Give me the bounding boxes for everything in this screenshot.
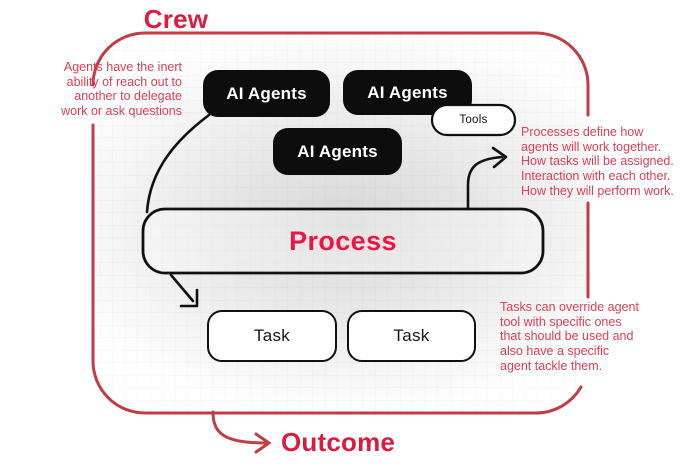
task-note-line: that should be used and	[500, 329, 634, 344]
task-box-2	[347, 310, 476, 362]
left-note: Agents have the inert ability of reach o…	[36, 60, 182, 119]
ai-agents-box-1	[203, 70, 330, 117]
process-note: Processes define how agents will work to…	[521, 125, 680, 199]
tools-box	[430, 103, 517, 137]
process-note-line: Interaction with each other.	[521, 169, 671, 184]
process-to-note-arrow	[466, 146, 508, 211]
crew-boundary	[91, 31, 590, 415]
process-note-line: How tasks will be assigned.	[521, 154, 674, 169]
ai-agents-box-3	[273, 128, 402, 175]
task-note-line: also have a specific	[500, 344, 610, 359]
agents-to-process-connector	[145, 113, 211, 214]
left-note-line: Agents have the inert	[63, 60, 182, 74]
process-to-task-arrow	[169, 273, 199, 308]
task-box-1	[207, 310, 337, 362]
task-note: Tasks can override agent tool with speci…	[500, 300, 670, 374]
process-note-line: agents will work together.	[521, 139, 662, 154]
process-box	[141, 207, 545, 275]
ai-agents-box-2	[343, 70, 472, 115]
process-note-line: How they will perform work.	[521, 183, 674, 198]
process-note-line: Processes define how	[521, 125, 644, 139]
task-note-line: Tasks can override agent	[500, 300, 639, 314]
task-note-line: tool with specific ones	[500, 314, 622, 329]
left-note-line: ability of reach out to	[66, 74, 182, 89]
task-note-line: agent tackle them.	[500, 358, 603, 373]
left-note-line: work or ask questions	[61, 104, 182, 119]
outcome-arrow	[211, 410, 272, 454]
left-note-line: another to delegate	[74, 89, 182, 104]
